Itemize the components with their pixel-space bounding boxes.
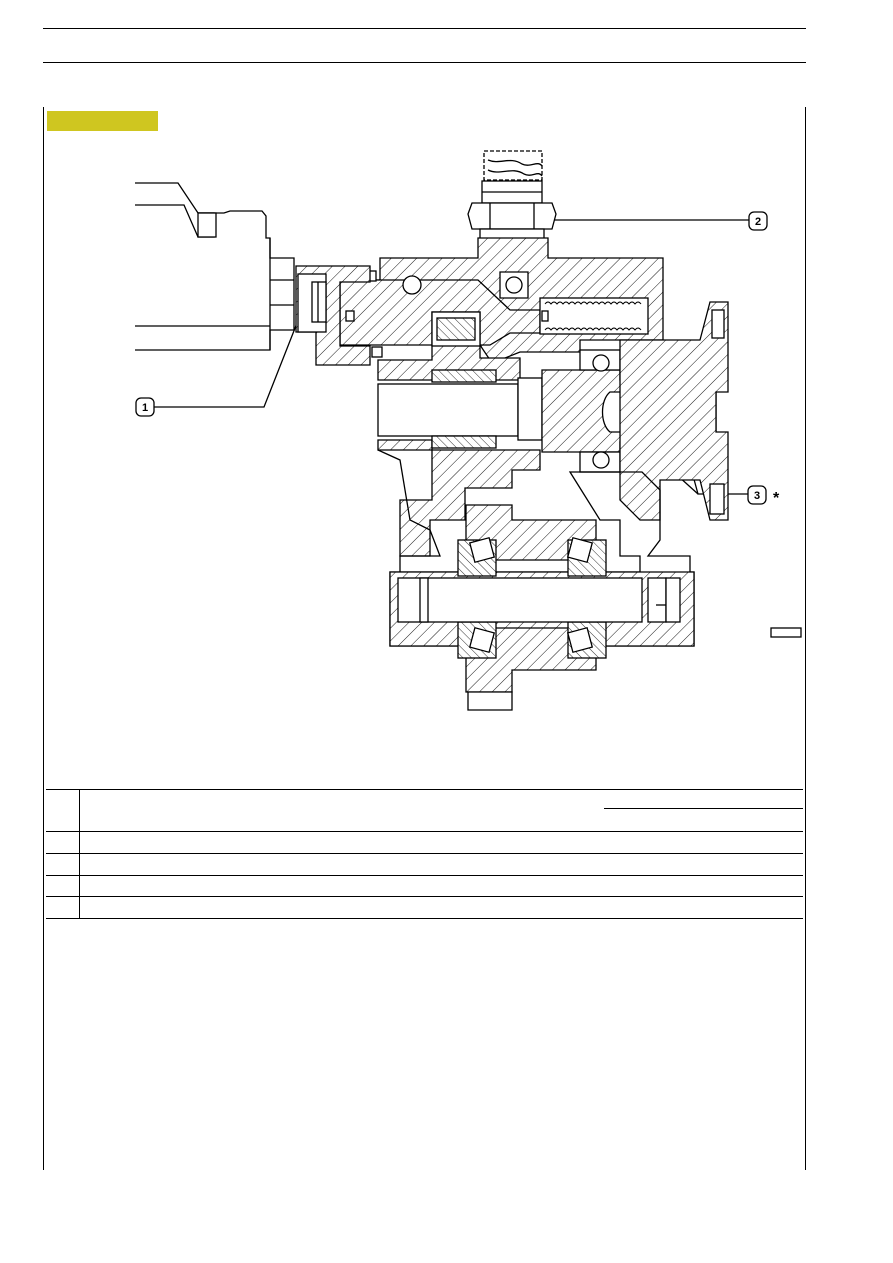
table-row-number	[46, 854, 80, 875]
header-rule-bottom	[43, 62, 806, 63]
sensor-body	[135, 182, 295, 351]
table-row	[46, 853, 803, 875]
header-rule-top	[43, 28, 806, 29]
table-row-number	[46, 876, 80, 897]
table-row-number	[46, 897, 80, 918]
frame-left	[43, 107, 44, 1170]
callout-3-asterisk: *	[773, 490, 780, 507]
table-row	[46, 896, 803, 919]
table-row	[46, 875, 803, 897]
table-subheader-rule	[604, 808, 803, 809]
table-row-number	[46, 832, 80, 853]
table-row	[46, 789, 803, 832]
table-row-number	[46, 790, 80, 832]
callout-1-label: 1	[142, 402, 148, 414]
callout-2-label: 2	[755, 216, 761, 228]
callout-1-bubble	[135, 397, 155, 417]
table-row	[46, 831, 803, 853]
callout-3-label: 3	[754, 490, 760, 502]
frame-right	[805, 107, 806, 1170]
callout-2-bubble	[748, 211, 768, 231]
section-tag	[47, 111, 158, 131]
callout-3-bubble	[747, 485, 767, 505]
